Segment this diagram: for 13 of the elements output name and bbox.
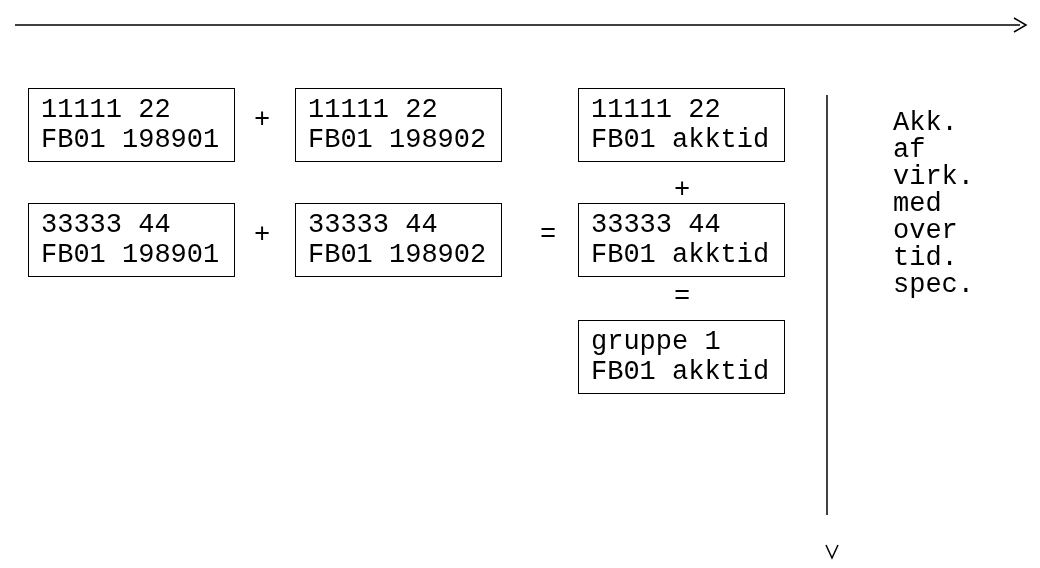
operator-sign: + [254,220,271,250]
record-box: 11111 22 FB01 198902 [295,88,503,162]
record-box: 11111 22 FB01 akktid [578,88,786,162]
record-box: 33333 44 FB01 akktid [578,203,786,277]
record-box: 33333 44 FB01 198901 [28,203,236,277]
operator-sign: = [540,220,557,250]
operator-sign: + [254,105,271,135]
record-box: 33333 44 FB01 198902 [295,203,503,277]
record-box: 11111 22 FB01 198901 [28,88,236,162]
operator-sign: = [674,282,691,312]
side-note: Akk. af virk. med over tid. spec. [893,110,974,299]
operator-sign: + [674,175,691,205]
record-box: gruppe 1 FB01 akktid [578,320,786,394]
